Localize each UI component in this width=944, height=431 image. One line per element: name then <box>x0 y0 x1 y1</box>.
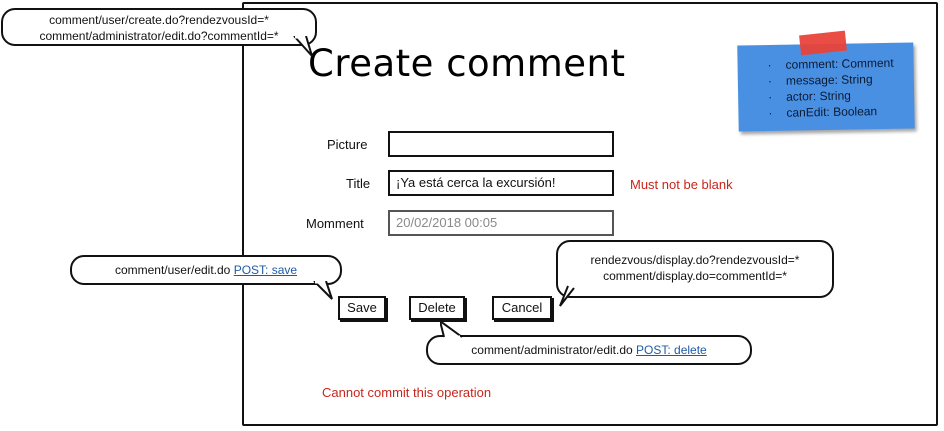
operation-error: Cannot commit this operation <box>322 385 492 400</box>
note-list: comment: Comment message: String actor: … <box>767 55 894 121</box>
save-button[interactable]: Save <box>338 296 386 320</box>
cancel-callout-tail <box>559 284 575 307</box>
delete-callout-action[interactable]: POST: delete <box>636 343 707 357</box>
cancel-callout: rendezvous/display.do?rendezvousId=* com… <box>556 240 834 298</box>
callout-line: rendezvous/display.do?rendezvousId=* <box>590 253 800 267</box>
save-callout-action[interactable]: POST: save <box>233 263 298 277</box>
save-callout: comment/user/edit.do POST: save <box>70 255 342 285</box>
page-title: Create comment <box>308 42 626 85</box>
note-item: canEdit: Boolean <box>768 103 894 121</box>
delete-callout: comment/administrator/edit.do POST: dele… <box>426 335 752 365</box>
cancel-button[interactable]: Cancel <box>492 296 552 320</box>
data-model-note: comment: Comment message: String actor: … <box>737 42 915 132</box>
title-label: Title <box>346 176 371 191</box>
create-url-callout: comment/user/create.do?rendezvousId=* co… <box>1 8 317 46</box>
picture-label: Picture <box>327 137 368 152</box>
save-callout-url: comment/user/edit.do <box>114 263 231 277</box>
delete-callout-tail <box>440 319 463 339</box>
delete-callout-url: comment/administrator/edit.do <box>471 343 633 357</box>
title-error: Must not be blank <box>630 177 733 192</box>
save-callout-tail <box>313 281 333 300</box>
callout-line: comment/administrator/edit.do?commentId=… <box>39 29 279 43</box>
moment-input: 20/02/2018 00:05 <box>388 210 614 236</box>
create-url-callout-tail <box>293 36 313 57</box>
callout-line: comment/display.do=commentId=* <box>603 269 787 283</box>
delete-button[interactable]: Delete <box>409 296 465 320</box>
moment-label: Momment <box>306 216 364 231</box>
callout-line: comment/user/create.do?rendezvousId=* <box>49 13 269 27</box>
picture-input[interactable] <box>388 131 614 157</box>
title-input[interactable]: ¡Ya está cerca la excursión! <box>388 170 614 196</box>
